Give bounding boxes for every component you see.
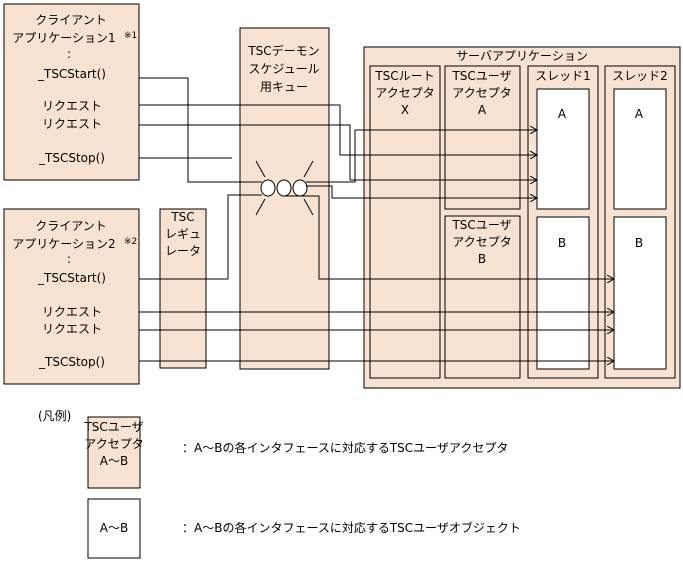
regulator-line1: TSC — [170, 210, 194, 224]
client2-title-line1: クライアント — [35, 219, 107, 233]
legend-acceptor-line3: A～B — [100, 454, 128, 468]
client2-start-line — [139, 194, 262, 280]
legend-acceptor-box — [87, 416, 141, 489]
thread1-object-a-label: A — [558, 107, 567, 121]
client1-request-1-arrow — [139, 104, 537, 155]
daemon-line3: 用キュー — [260, 80, 308, 94]
queue-to-object-a-arrow — [306, 130, 537, 183]
acceptor-a-line2: アクセプタ — [452, 86, 511, 100]
client2-note: ※2 — [124, 237, 137, 247]
client1-connectors — [139, 77, 537, 198]
client1-tsc-start: _TSCStart() — [37, 67, 106, 81]
legend-acceptor-desc: ：A～Bの各インタフェースに対応するTSCユーザアクセプタ — [182, 440, 508, 455]
acceptor-a-line1: TSCユーザ — [451, 69, 511, 83]
root-acceptor-x — [369, 65, 441, 379]
client1-tsc-stop: _TSCStop() — [38, 151, 105, 165]
client1-title-line2: アプリケーション1 — [12, 31, 115, 45]
thread1-object-b — [536, 216, 590, 370]
root-acceptor-line1: TSCルート — [374, 69, 434, 83]
server-title: サーバアプリケーション — [456, 49, 588, 63]
legend-object-desc: ：A～Bの各インタフェースに対応するTSCユーザオブジェクト — [182, 520, 521, 535]
legend-object-label: A～B — [100, 521, 128, 535]
user-acceptor-a — [444, 65, 521, 210]
client2-tsc-stop: _TSCStop() — [38, 355, 105, 369]
thread1-object-a — [536, 88, 590, 210]
thread2-object-a — [613, 88, 667, 210]
root-acceptor-line3: X — [401, 103, 409, 117]
user-acceptor-b — [444, 215, 521, 379]
thread2-title: スレッド2 — [612, 69, 668, 83]
acceptor-b-line1: TSCユーザ — [451, 218, 511, 232]
legend-object-box — [87, 498, 141, 559]
client1-note: ※1 — [124, 31, 137, 41]
acceptor-a-line3: A — [478, 103, 487, 117]
daemon-line2: スケジュール — [248, 62, 319, 76]
client1-title-line1: クライアント — [35, 13, 107, 27]
legend: (凡例) TSCユーザ アクセプタ A～B ：A～Bの各インタフェースに対応する… — [38, 409, 521, 559]
client1-colon: : — [67, 47, 71, 61]
thread2-object-b-label: B — [635, 236, 643, 250]
daemon-line1: TSCデーモン — [247, 43, 319, 58]
thread2-object-b — [613, 216, 667, 370]
regulator-line2: レギュ — [165, 227, 201, 241]
queue-slot-1 — [260, 179, 276, 197]
tsc-daemon-queue: TSCデーモン スケジュール 用キュー — [239, 27, 330, 370]
queue-to-thread1-arrow — [306, 185, 537, 198]
queue-to-thread2-arrow — [284, 195, 614, 279]
client-app-1: クライアント アプリケーション1 ※1 : _TSCStart() リクエスト … — [3, 3, 140, 181]
client2-request-1: リクエスト — [42, 305, 102, 319]
queue-slot-2 — [276, 179, 292, 197]
client1-request-2: リクエスト — [42, 117, 102, 131]
thread2-object-a-label: A — [635, 107, 644, 121]
thread1-object-b-label: B — [558, 236, 566, 250]
acceptor-b-line3: B — [478, 252, 486, 266]
legend-acceptor-line1: TSCユーザ — [83, 420, 143, 434]
client2-request-2: リクエスト — [42, 322, 102, 336]
tsc-regulator: TSC レギュ レータ — [159, 208, 207, 369]
client2-connectors — [139, 194, 614, 361]
queue-slot-3 — [292, 179, 308, 197]
legend-title: (凡例) — [38, 409, 71, 423]
root-acceptor-line2: アクセプタ — [375, 86, 434, 100]
legend-acceptor-line2: アクセプタ — [84, 437, 143, 451]
client2-tsc-start: _TSCStart() — [37, 271, 106, 285]
thread1-title: スレッド1 — [535, 69, 591, 83]
client2-colon: : — [67, 252, 71, 266]
client1-start-line — [139, 77, 262, 183]
regulator-line3: レータ — [165, 244, 201, 258]
client1-request-2-arrow — [139, 124, 537, 180]
acceptor-b-line2: アクセプタ — [452, 235, 511, 249]
client-app-2: クライアント アプリケーション2 ※2 : _TSCStart() リクエスト … — [3, 208, 140, 385]
server-application: サーバアプリケーション TSCルート アクセプタ X TSCユーザ アクセプタ … — [363, 46, 681, 389]
client1-request-1: リクエスト — [42, 99, 102, 113]
client2-title-line2: アプリケーション2 — [12, 237, 115, 251]
